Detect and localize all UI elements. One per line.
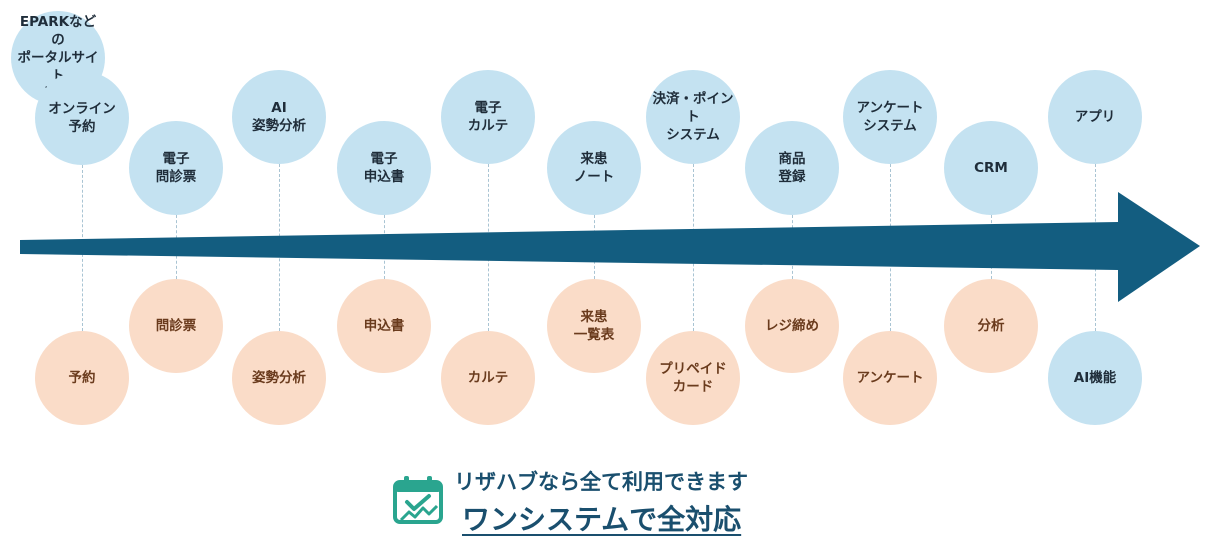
feature-circle: アプリ: [1048, 70, 1142, 164]
legacy-circle: カルテ: [441, 331, 535, 425]
feature-circle: 決済・ポイント システム: [646, 70, 740, 164]
feature-circle: アンケート システム: [843, 70, 937, 164]
legacy-circle: 問診票: [129, 279, 223, 373]
feature-circle: 商品 登録: [745, 121, 839, 215]
legacy-circle: レジ締め: [745, 279, 839, 373]
legacy-circle: 分析: [944, 279, 1038, 373]
arrow-shape: [20, 192, 1200, 302]
footer: リザハブなら全て利用できます ワンシステムで全対応: [392, 464, 812, 536]
legacy-circle: 姿勢分析: [232, 331, 326, 425]
legacy-circle: 来患 一覧表: [547, 279, 641, 373]
legacy-circle: アンケート: [843, 331, 937, 425]
headline: ワンシステムで全対応: [462, 503, 742, 536]
legacy-circle: 申込書: [337, 279, 431, 373]
legacy-circle: プリペイド カード: [646, 331, 740, 425]
tagline: リザハブなら全て利用できます: [454, 470, 748, 494]
feature-circle: 来患 ノート: [547, 121, 641, 215]
legacy-circle: 予約: [35, 331, 129, 425]
feature-circle: オンライン 予約: [35, 71, 129, 165]
feature-circle: 電子 申込書: [337, 121, 431, 215]
feature-circle: CRM: [944, 121, 1038, 215]
legacy-circle: AI機能: [1048, 331, 1142, 425]
calendar-chart-icon: [393, 476, 443, 524]
feature-circle: 電子 問診票: [129, 121, 223, 215]
feature-circle: AI 姿勢分析: [232, 70, 326, 164]
feature-circle: 電子 カルテ: [441, 70, 535, 164]
